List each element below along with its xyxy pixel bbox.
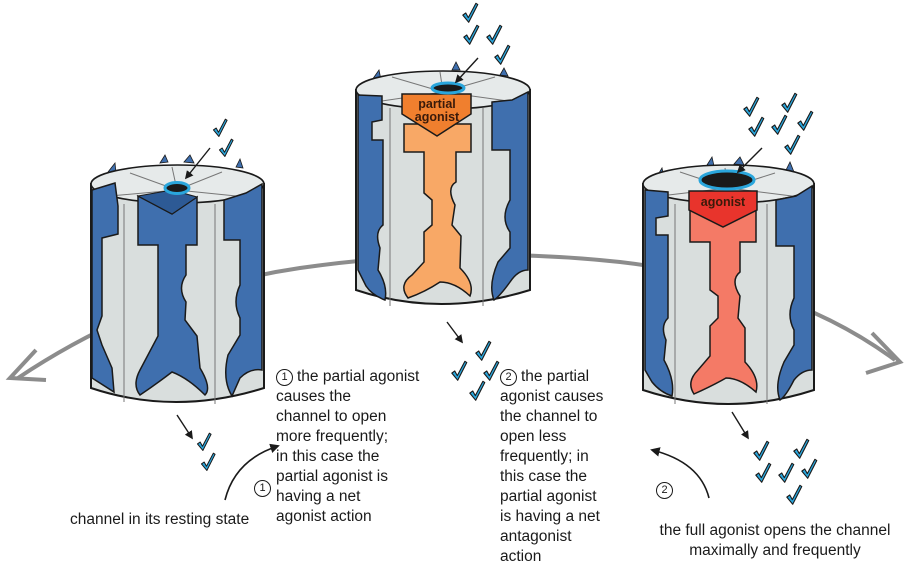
ion-icon [212,118,228,137]
ion-icon [801,458,818,479]
ion-icon [755,462,772,483]
ion-icon [200,452,216,471]
full-agonist-shape [689,207,758,395]
step2-arrow [650,447,710,499]
ion-icon [753,440,770,461]
ion-icon [462,2,479,23]
ion-icon [778,462,795,483]
ion-icon [469,380,486,401]
ion-icon [786,484,803,505]
step1-number: 1 [276,369,293,386]
step1-badge: 1 [254,480,271,497]
cycle-arrowhead-left [5,348,47,382]
partial-agonist-shape [403,123,472,299]
ion-icon [463,24,480,45]
ion-icon [475,340,492,361]
ion-icon [771,114,788,135]
ion-icon [218,138,234,157]
ion-icon [748,116,765,137]
partial-agonist-head [401,93,472,137]
pore-ring [430,81,466,95]
ion-icon [793,438,810,459]
ion-icon [781,92,798,113]
step1-text: the partial agonist causes the channel t… [276,368,420,525]
ion-icon [486,24,503,45]
caption-resting-state: channel in its resting state [70,511,250,528]
channel-partial-agonist: partial agonist [355,2,531,401]
step2-badge: 2 [656,482,673,499]
step2-number: 2 [500,369,517,386]
ion-icon [196,432,212,451]
channel-full-agonist: agonist [642,92,818,505]
caption-full-agonist: the full agonist opens the channel maxim… [659,522,891,559]
partial-agonist-label-line1: partial [418,97,456,111]
channel-resting [90,118,265,471]
ion-icon [494,44,511,65]
full-agonist-head [688,190,758,228]
ion-icon [784,134,801,155]
full-agonist-label: agonist [701,195,746,209]
step1-arrow [224,443,280,501]
ion-icon [483,360,500,381]
ion-icon [797,110,814,131]
pore-ring [163,181,191,195]
cycle-arrowhead-right [865,331,904,375]
partial-agonist-label-line2: agonist [415,110,460,124]
pore-ring [698,169,756,191]
ion-icon [743,96,760,117]
step2-text: the partial agonist causes the channel t… [500,368,604,565]
